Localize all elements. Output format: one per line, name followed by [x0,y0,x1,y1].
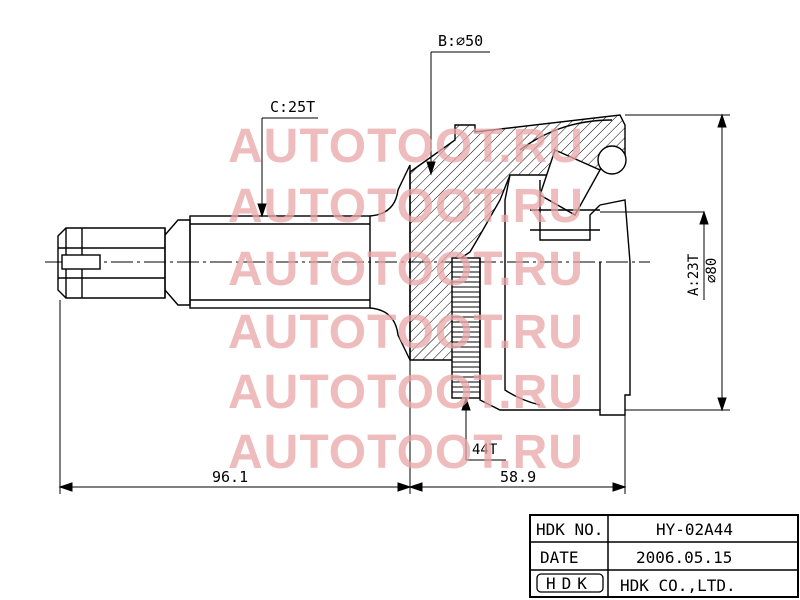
watermark-text: AUTOTOOT.RU [228,180,584,233]
label-length-body: 58.9 [500,468,536,486]
watermark-text: AUTOTOOT.RU [228,243,584,296]
title-block-value-part-no: HY-02A44 [656,520,733,539]
label-abs-ring: 44T [472,442,498,458]
watermark-text: AUTOTOOT.RU [228,120,584,173]
title-block-key-date: DATE [540,548,579,567]
label-bearing-diameter: B:⌀50 [438,32,483,50]
label-length-shaft: 96.1 [212,468,248,486]
watermark-group: AUTOTOOT.RU AUTOTOOT.RU AUTOTOOT.RU AUTOTOO… [228,120,584,479]
title-block-key-part-no: HDK NO. [536,520,603,539]
watermark-text: AUTOTOOT.RU [228,306,584,359]
title-block-value-date: 2006.05.15 [636,548,732,567]
label-spline-inner: A:23T [686,253,702,296]
dimension-lines [58,51,730,494]
watermark-text: AUTOTOOT.RU [228,426,584,479]
hdk-logo-box [536,573,604,593]
abs-ring [451,257,481,399]
title-block-value-company: HDK CO.,LTD. [620,576,736,595]
hdk-logo-text: HDK [546,574,593,593]
shaft-tip [57,227,166,299]
housing-body [479,119,631,416]
title-block: HDK NO. HY-02A44 DATE 2006.05.15 HDK HDK… [529,514,799,598]
label-spline-outer: C:25T [270,98,315,116]
label-outer-diameter: ⌀80 [704,258,720,283]
watermark-text: AUTOTOOT.RU [228,366,584,419]
